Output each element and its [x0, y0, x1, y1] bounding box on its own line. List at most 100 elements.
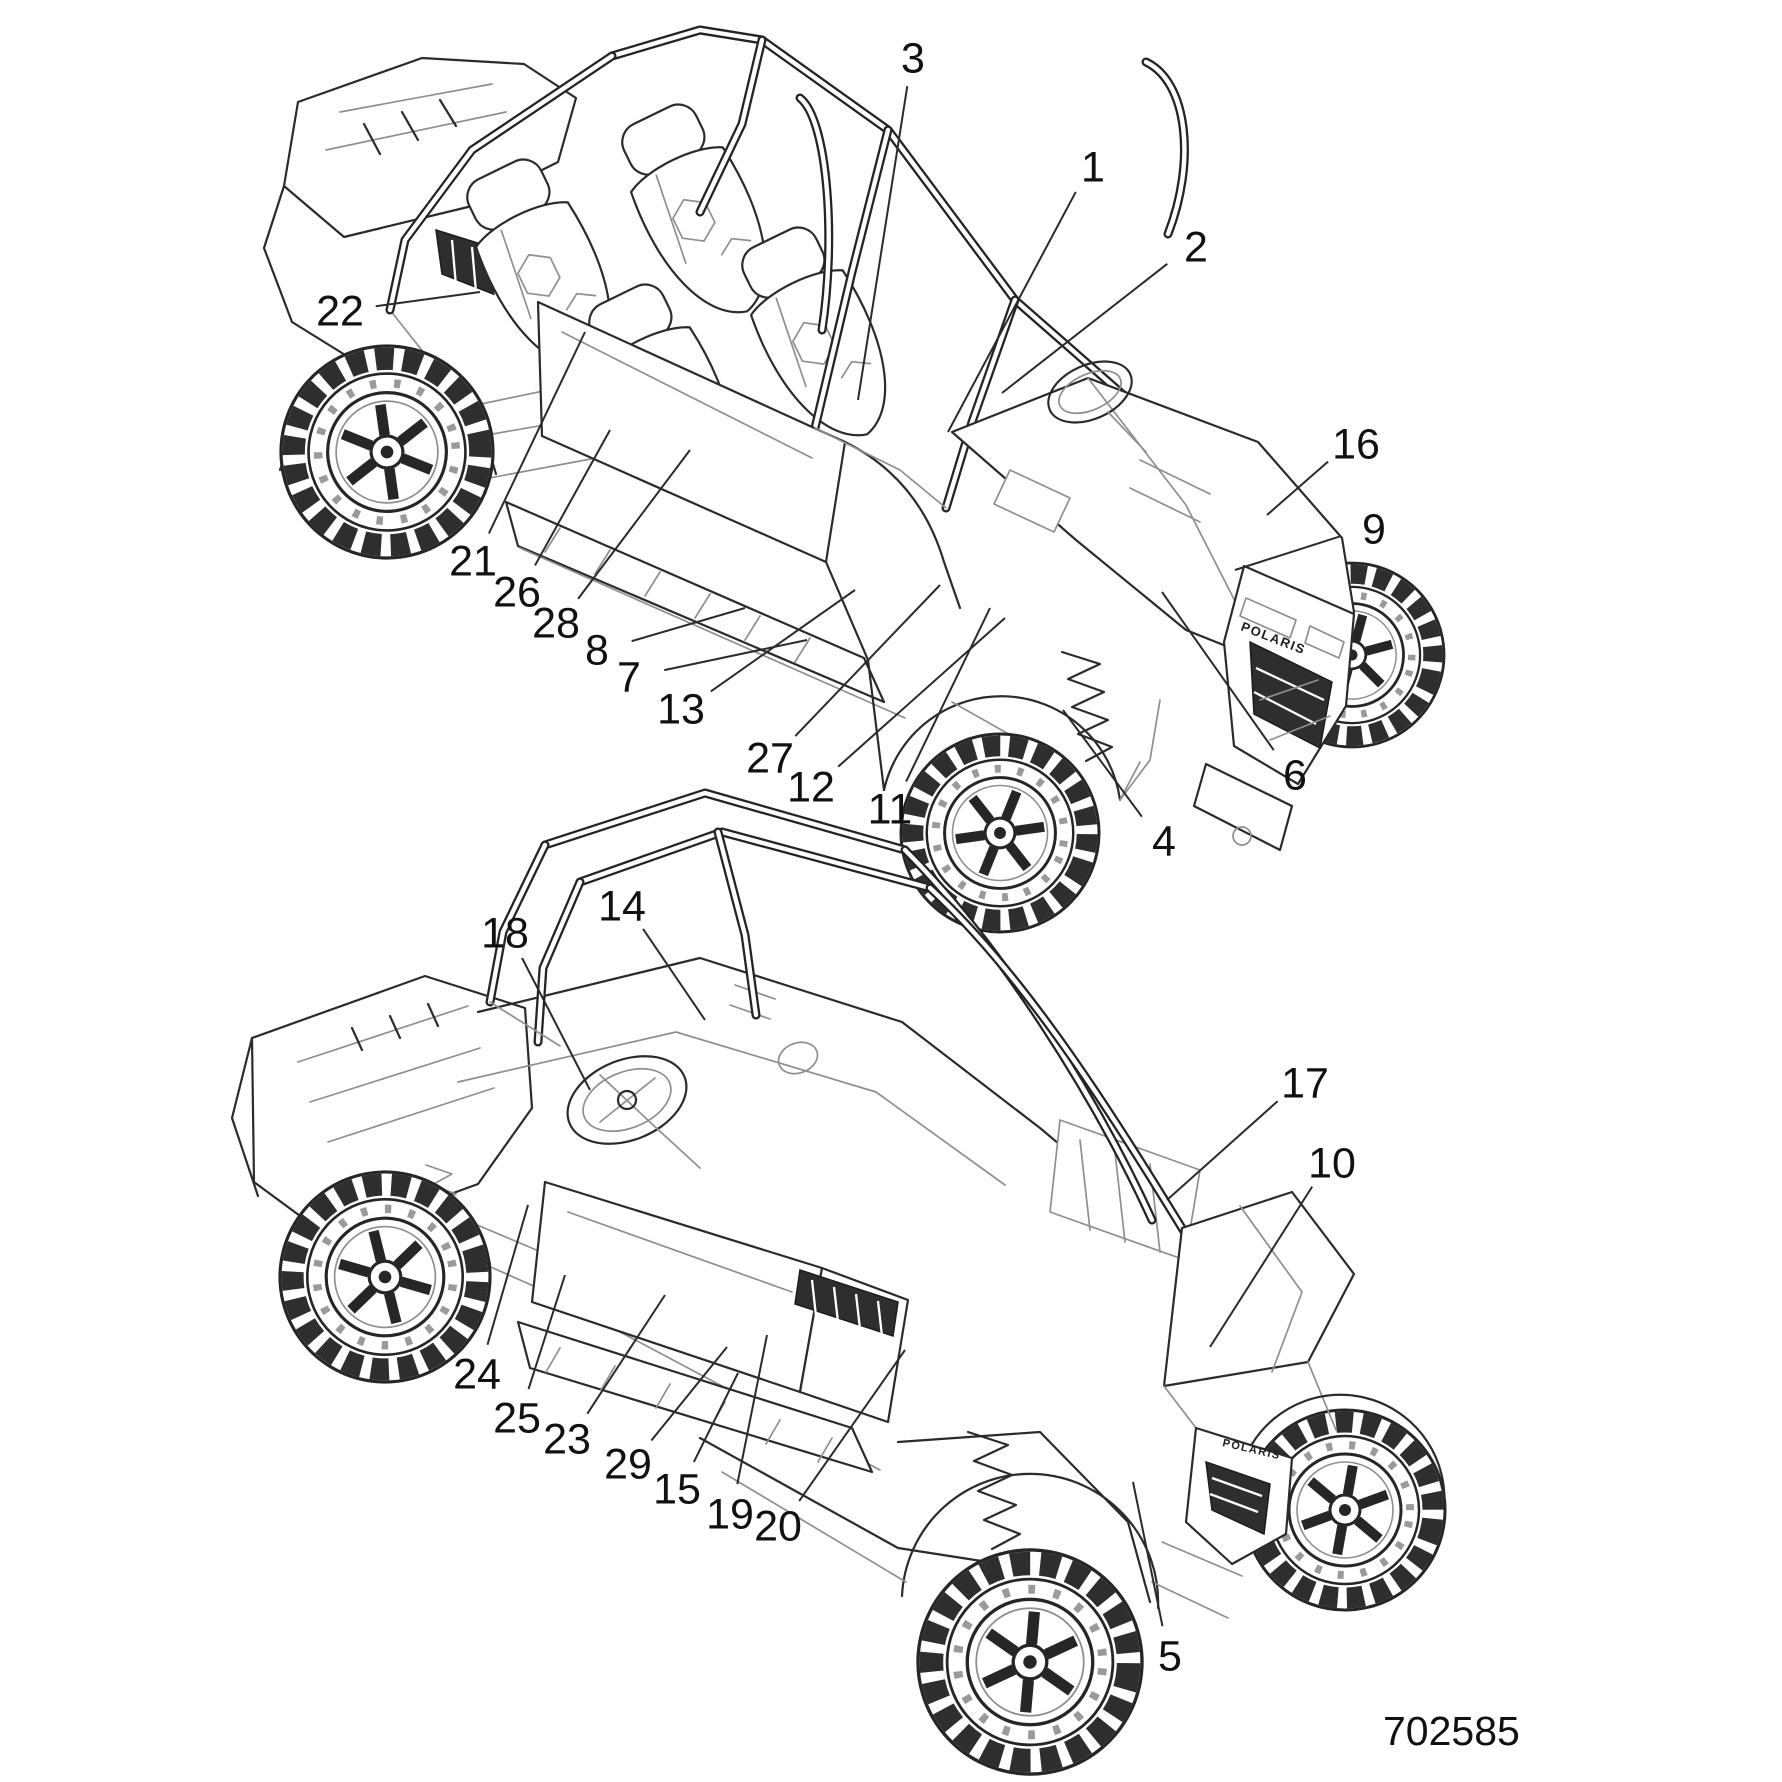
callout-26-leader-line — [534, 429, 611, 566]
callout-12-label: 12 — [787, 763, 835, 811]
callout-9-leader-line — [1234, 535, 1340, 571]
callout-12-leader-line — [837, 617, 1006, 768]
top-vehicle-front-fender-part — [1119, 699, 1161, 801]
top-vehicle-intake-vent-part — [450, 239, 518, 304]
callout-23-label: 23 — [543, 1415, 591, 1463]
bottom-vehicle-front-suspension — [698, 1430, 1022, 1583]
callout-27-leader-line — [794, 584, 941, 737]
bottom-vehicle-door-panels-part — [794, 1269, 899, 1337]
top-vehicle-roll-cage-part — [797, 95, 831, 333]
bottom-vehicle-grille-bumper-part — [1151, 1541, 1243, 1619]
top-vehicle-rear-deck-part — [325, 111, 507, 151]
callout-10-leader-line — [1209, 1186, 1314, 1348]
callout-17-leader-line — [1166, 1100, 1279, 1201]
bottom-vehicle-roll-cage-part — [927, 885, 1218, 1285]
top-vehicle-grille-bumper: POLARIS — [1192, 564, 1356, 852]
bottom-vehicle-steering-wheel-part — [566, 1055, 688, 1145]
callout-11-label: 11 — [868, 785, 913, 833]
callout-21-label: 21 — [449, 537, 497, 585]
bottom-vehicle-grille-bumper: POLARIS — [1151, 1426, 1294, 1619]
figure-part-number: 702585 — [1383, 1708, 1520, 1754]
bottom-vehicle-grille-bumper-part — [1209, 1476, 1263, 1514]
top-vehicle-grille-bumper-part — [1192, 762, 1294, 852]
callout-26-label: 26 — [493, 568, 541, 616]
callout-1-leader-line — [947, 191, 1077, 433]
top-vehicle-front-suspension-part — [1119, 761, 1141, 801]
top-vehicle-hood-part — [1129, 459, 1211, 523]
callout-11-leader-line — [905, 607, 991, 783]
bottom-vehicle-dash-cowl-part — [777, 1041, 819, 1075]
callout-21-leader-line — [487, 331, 586, 534]
bottom-vehicle-hood — [896, 1190, 1446, 1610]
top-vehicle-grille-bumper-part — [1304, 625, 1345, 659]
callout-2-label: 2 — [1184, 223, 1208, 271]
bottom-vehicle-roll-cage-part — [489, 1001, 561, 1047]
top-vehicle-steering-wheel-part — [1107, 411, 1147, 453]
callout-22-leader-line — [375, 291, 481, 308]
callout-15-label: 15 — [653, 1465, 701, 1513]
bottom-vehicle-steering-wheel-part — [582, 1067, 672, 1133]
top-vehicle-grille-bumper-part — [1232, 826, 1252, 846]
callout-5-leader-line — [1132, 1481, 1164, 1627]
top-vehicle-door-panels-part — [544, 527, 811, 663]
top-vehicle-roll-cage-part — [812, 127, 891, 431]
bottom-vehicle-front-suspension-part — [721, 1471, 907, 1583]
callout-16-leader-line — [1266, 460, 1329, 516]
callout-29-label: 29 — [604, 1440, 652, 1488]
callout-14-label: 14 — [598, 882, 646, 930]
callout-22-label: 22 — [316, 287, 364, 335]
bottom-vehicle-roll-cage-part — [715, 829, 759, 1018]
top-vehicle-rear-deck-part — [262, 184, 352, 360]
top-vehicle-steering-wheel-part — [1058, 369, 1122, 415]
bottom-vehicle-dash-cowl — [457, 956, 1201, 1261]
callout-24-label: 24 — [453, 1350, 501, 1398]
top-vehicle-roll-cage-part — [697, 37, 765, 215]
bottom-vehicle-hood-part — [1162, 1190, 1356, 1388]
bottom-vehicle-front-suspension-part — [966, 1430, 1022, 1551]
top-vehicle-rear-deck-part — [339, 83, 493, 113]
top-vehicle-illustration: POLARIS — [262, 25, 1465, 962]
top-vehicle-front-fender-part — [814, 427, 947, 509]
callout-17-label: 17 — [1281, 1059, 1329, 1107]
bottom-vehicle-door-panels-part — [810, 1279, 884, 1337]
bottom-vehicle-steering-wheel-part — [616, 1089, 638, 1111]
bottom-vehicle-door-panels-part — [516, 1320, 874, 1474]
bottom-vehicle-hood-part — [896, 1430, 1152, 1604]
bottom-vehicle-roll-cage-part — [535, 879, 583, 1045]
top-vehicle-grille-bumper-part — [1253, 666, 1325, 726]
top-vehicle-front-suspension — [951, 650, 1331, 801]
top-vehicle-steering-wheel — [1047, 360, 1147, 453]
bottom-vehicle-hood-part — [1250, 1393, 1446, 1510]
top-vehicle-rear-deck-part — [362, 98, 458, 156]
callout-13-leader-line — [710, 589, 856, 693]
bottom-vehicle-rear-bed-part — [297, 1005, 495, 1143]
top-vehicle-front-fender-part — [882, 695, 1122, 802]
callout-19-leader-line — [736, 1334, 768, 1485]
callout-20-leader-line — [798, 1349, 906, 1502]
bottom-vehicle-roll-cage — [485, 788, 1220, 1287]
callout-19-label: 19 — [706, 1490, 754, 1538]
top-vehicle-roll-cage-part — [943, 297, 1018, 511]
callout-13-label: 13 — [657, 685, 705, 733]
top-vehicle-steering-wheel-part — [1047, 360, 1133, 424]
top-vehicle-front-suspension-part — [1259, 679, 1331, 741]
callout-28-label: 28 — [532, 599, 580, 647]
top-vehicle-front-fender-part — [843, 440, 962, 610]
callout-18-leader-line — [521, 957, 591, 1091]
callout-6-leader-line — [1161, 591, 1275, 751]
top-vehicle-roll-cage-part — [387, 53, 615, 313]
top-vehicle-door-panels — [504, 300, 906, 719]
callout-18-label: 18 — [481, 909, 529, 957]
bottom-vehicle-roll-cage-part — [542, 790, 908, 853]
callout-20-label: 20 — [754, 1502, 802, 1550]
top-vehicle-roll-cage-part — [1143, 59, 1187, 237]
callout-29-leader-line — [650, 1346, 728, 1442]
callout-27-label: 27 — [746, 734, 794, 782]
callout-14-leader-line — [642, 928, 706, 1021]
top-vehicle-rear-left-wheel — [267, 332, 506, 571]
bottom-vehicle-steering-wheel — [566, 1055, 701, 1169]
bottom-vehicle-illustration: POLARIS — [230, 788, 1461, 1782]
